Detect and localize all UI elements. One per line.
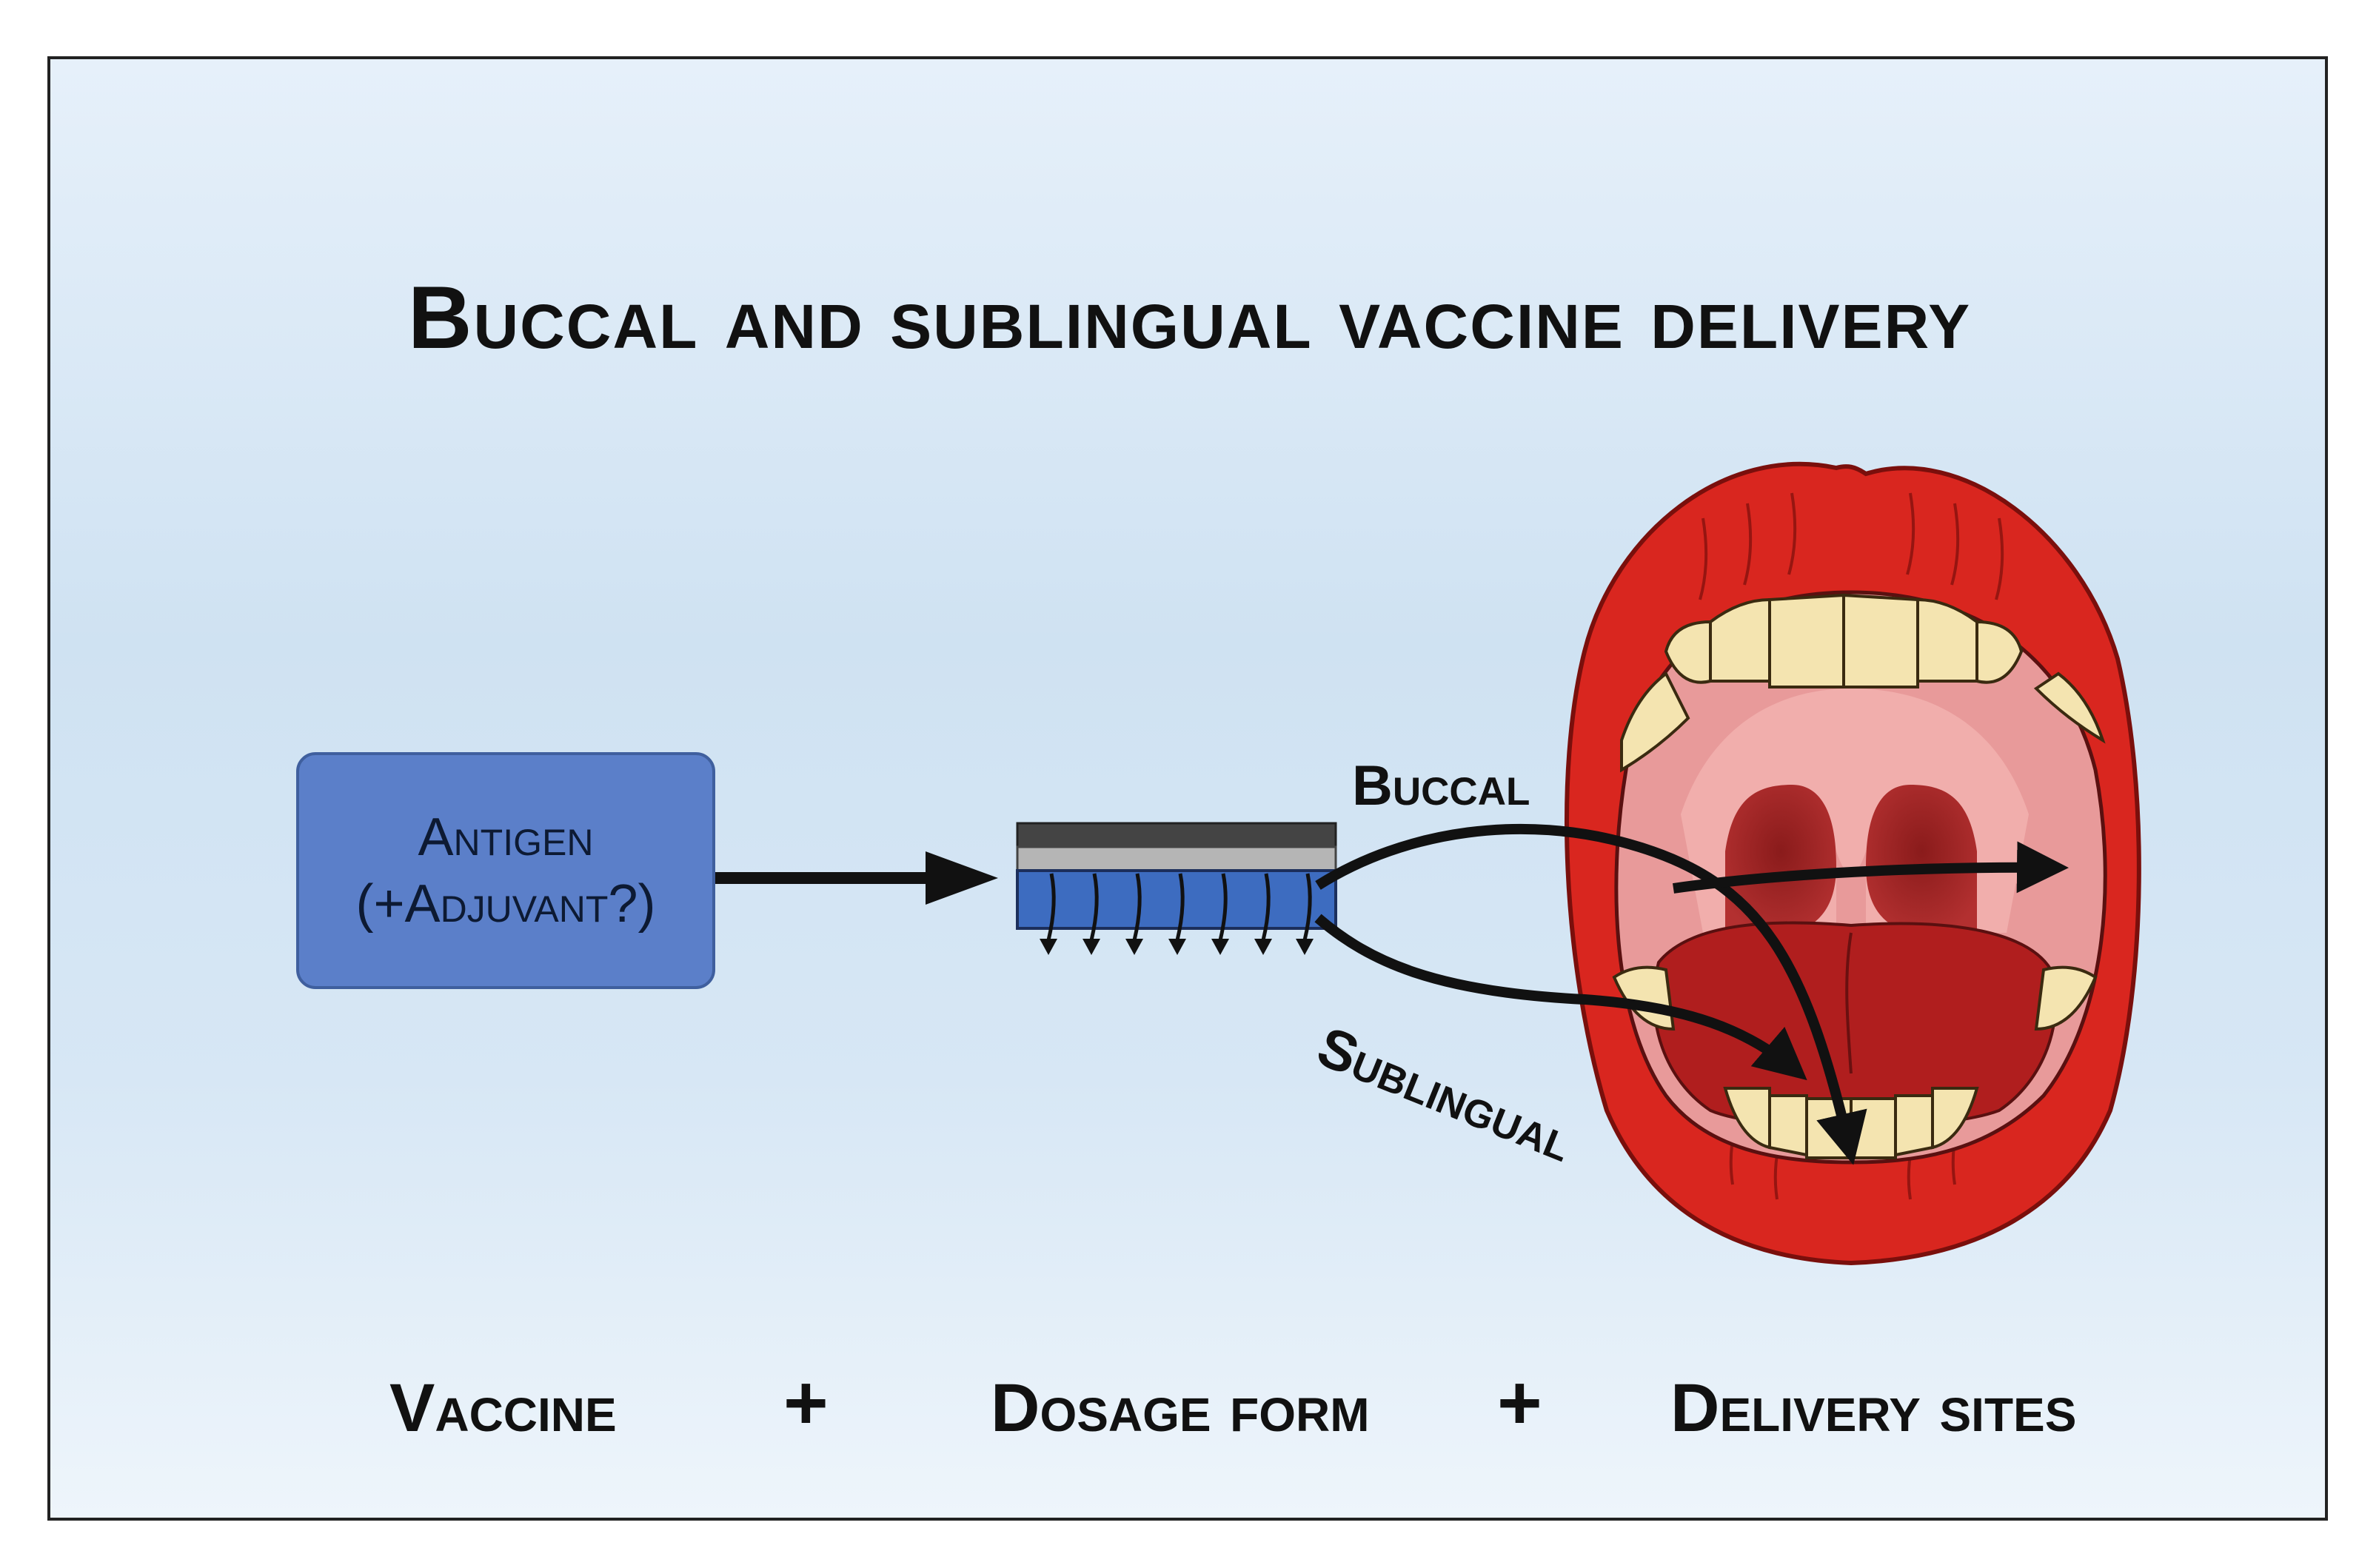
adjuvant-label: (+Adjuvant?) xyxy=(355,874,656,934)
arrow-antigen-to-film xyxy=(696,851,998,905)
plus-sign-1: + xyxy=(783,1360,829,1446)
mouth-illustration xyxy=(1565,461,2141,1266)
plus-sign-2: + xyxy=(1497,1360,1542,1446)
diagram-title: Buccal and sublingual vaccine delivery xyxy=(407,268,1972,367)
route-arrows xyxy=(1314,823,2069,1165)
antigen-label: Antigen xyxy=(418,808,594,867)
bottom-label-vaccine: Vaccine xyxy=(389,1370,617,1446)
bottom-label-delivery-sites: Delivery sites xyxy=(1670,1370,2077,1446)
bottom-label-dosage-form: Dosage form xyxy=(991,1370,1370,1446)
dosage-film xyxy=(1016,822,1337,955)
route-label-buccal: Buccal xyxy=(1352,754,1530,817)
antigen-box: Antigen (+Adjuvant?) xyxy=(296,752,715,989)
